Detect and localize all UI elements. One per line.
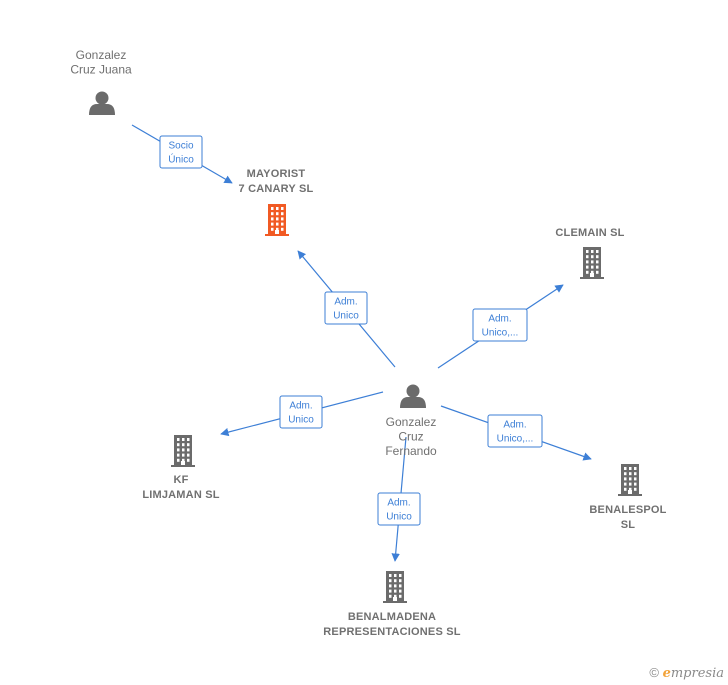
node-mayorist[interactable]: MAYORIST 7 CANARY SL bbox=[239, 168, 314, 236]
edge-label-text: Unico bbox=[386, 512, 412, 523]
edge-label-text: Único bbox=[168, 153, 194, 166]
edge-fernando-mayorist: Adm. Unico bbox=[297, 250, 396, 368]
node-label: BENALESPOL bbox=[589, 504, 666, 516]
node-label: SL bbox=[621, 519, 636, 531]
node-label: Fernando bbox=[385, 444, 437, 458]
logo-initial: e bbox=[662, 666, 671, 681]
edge-label-text: Adm. bbox=[503, 420, 526, 431]
edge-label-box bbox=[279, 395, 323, 429]
node-label: CLEMAIN SL bbox=[555, 227, 624, 239]
node-benalmadena[interactable]: BENALMADENA REPRESENTACIONES SL bbox=[323, 571, 461, 638]
node-label: BENALMADENA bbox=[348, 611, 436, 623]
logo-text: mpresia bbox=[670, 666, 724, 681]
edge-label-box bbox=[472, 308, 528, 342]
edge-label-text: Adm. bbox=[289, 401, 312, 412]
node-label: Cruz bbox=[398, 430, 423, 444]
edge-label-text: Unico bbox=[333, 311, 359, 322]
copyright-symbol: © bbox=[649, 665, 659, 680]
node-label: LIMJAMAN SL bbox=[142, 489, 219, 501]
edge-label-text: Adm. bbox=[387, 498, 410, 509]
edge-label-text: Unico bbox=[288, 415, 314, 426]
empresia-logo: © empresia bbox=[649, 665, 724, 681]
node-benalespol[interactable]: BENALESPOL SL bbox=[589, 464, 666, 531]
building-icon bbox=[580, 247, 604, 279]
edge-label-box bbox=[377, 492, 421, 526]
building-icon bbox=[618, 464, 642, 496]
node-label: Gonzalez bbox=[76, 48, 127, 62]
node-label: 7 CANARY SL bbox=[239, 183, 314, 195]
node-label: Cruz Juana bbox=[70, 63, 132, 77]
building-icon bbox=[171, 435, 195, 467]
edge-label-text: Adm. bbox=[334, 297, 357, 308]
person-icon bbox=[400, 384, 426, 408]
edge-label-box bbox=[324, 291, 368, 325]
node-label: REPRESENTACIONES SL bbox=[323, 626, 461, 638]
edge-label-text: Unico,... bbox=[497, 434, 534, 445]
edge-label-box bbox=[159, 135, 203, 169]
edge-fernando-benalmadena: Adm. Unico bbox=[377, 436, 421, 562]
edge-label-text: Adm. bbox=[488, 314, 511, 325]
person-icon bbox=[89, 91, 115, 115]
edge-label-text: Socio bbox=[168, 141, 193, 152]
edge-fernando-benalespol: Adm. Unico,... bbox=[440, 405, 592, 461]
building-icon bbox=[383, 571, 407, 603]
edge-label-text: Unico,... bbox=[482, 328, 519, 339]
edge-label-box bbox=[487, 414, 543, 448]
building-icon bbox=[265, 204, 289, 236]
edge-fernando-clemain: Adm. Unico,... bbox=[437, 284, 564, 369]
node-clemain[interactable]: CLEMAIN SL bbox=[555, 227, 624, 279]
node-label: MAYORIST bbox=[247, 168, 306, 180]
edge-fernando-kf: Adm. Unico bbox=[220, 391, 384, 437]
node-label: KF bbox=[173, 474, 188, 486]
node-kf[interactable]: KF LIMJAMAN SL bbox=[142, 435, 220, 501]
node-label: Gonzalez bbox=[386, 415, 437, 429]
